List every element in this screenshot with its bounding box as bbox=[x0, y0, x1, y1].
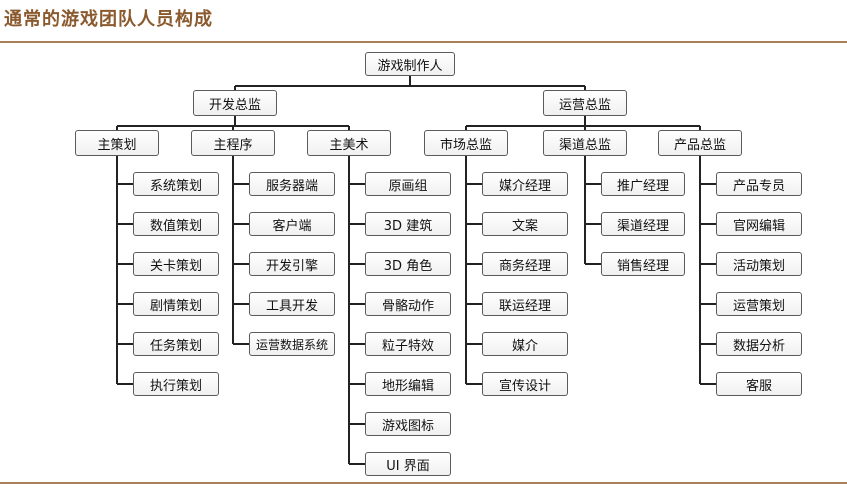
node-product-item: 活动策划 bbox=[716, 252, 802, 276]
node-root: 游戏制作人 bbox=[365, 52, 455, 76]
node-market-item: 媒介经理 bbox=[482, 172, 568, 196]
node-art-item: 粒子特效 bbox=[365, 332, 451, 356]
node-planning-item: 执行策划 bbox=[133, 372, 219, 396]
node-channel-item: 销售经理 bbox=[601, 252, 685, 276]
node-market-item: 联运经理 bbox=[482, 292, 568, 316]
node-art-item: 3D 角色 bbox=[365, 252, 451, 276]
node-art-item: 3D 建筑 bbox=[365, 212, 451, 236]
node-market-item: 商务经理 bbox=[482, 252, 568, 276]
node-programming-item: 工具开发 bbox=[249, 292, 335, 316]
node-product-lead: 产品总监 bbox=[658, 130, 742, 156]
node-market-item: 宣传设计 bbox=[482, 372, 568, 396]
node-channel-item: 推广经理 bbox=[601, 172, 685, 196]
node-product-item: 运营策划 bbox=[716, 292, 802, 316]
node-programming-item: 服务器端 bbox=[249, 172, 335, 196]
node-planning-item: 剧情策划 bbox=[133, 292, 219, 316]
node-programming-lead: 主程序 bbox=[191, 130, 275, 156]
node-market-item: 文案 bbox=[482, 212, 568, 236]
node-ops-head: 运营总监 bbox=[543, 90, 627, 116]
node-market-item: 媒介 bbox=[482, 332, 568, 356]
node-art-item: 地形编辑 bbox=[365, 372, 451, 396]
connector-lines bbox=[116, 76, 716, 465]
node-planning-item: 关卡策划 bbox=[133, 252, 219, 276]
node-programming-item: 开发引擎 bbox=[249, 252, 335, 276]
node-market-lead: 市场总监 bbox=[424, 130, 508, 156]
node-planning-item: 数值策划 bbox=[133, 212, 219, 236]
node-planning-lead: 主策划 bbox=[75, 130, 159, 156]
node-programming-item: 运营数据系统 bbox=[249, 332, 335, 356]
node-art-item: 原画组 bbox=[365, 172, 451, 196]
node-planning-item: 系统策划 bbox=[133, 172, 219, 196]
node-art-item: UI 界面 bbox=[365, 452, 451, 476]
node-art-item: 游戏图标 bbox=[365, 412, 451, 436]
node-channel-item: 渠道经理 bbox=[601, 212, 685, 236]
node-art-lead: 主美术 bbox=[307, 130, 391, 156]
node-planning-item: 任务策划 bbox=[133, 332, 219, 356]
node-programming-item: 客户端 bbox=[249, 212, 335, 236]
node-dev-head: 开发总监 bbox=[193, 90, 277, 116]
node-art-item: 骨骼动作 bbox=[365, 292, 451, 316]
org-chart: 游戏制作人 开发总监 运营总监 主策划 主程序 主美术 市场总监 渠道总监 产品… bbox=[0, 46, 847, 480]
page-title: 通常的游戏团队人员构成 bbox=[4, 9, 213, 30]
title-divider bbox=[0, 41, 847, 43]
node-channel-lead: 渠道总监 bbox=[543, 130, 627, 156]
node-product-item: 官网编辑 bbox=[716, 212, 802, 236]
node-product-item: 数据分析 bbox=[716, 332, 802, 356]
node-product-item: 产品专员 bbox=[716, 172, 802, 196]
bottom-divider bbox=[0, 482, 847, 484]
node-product-item: 客服 bbox=[716, 372, 802, 396]
